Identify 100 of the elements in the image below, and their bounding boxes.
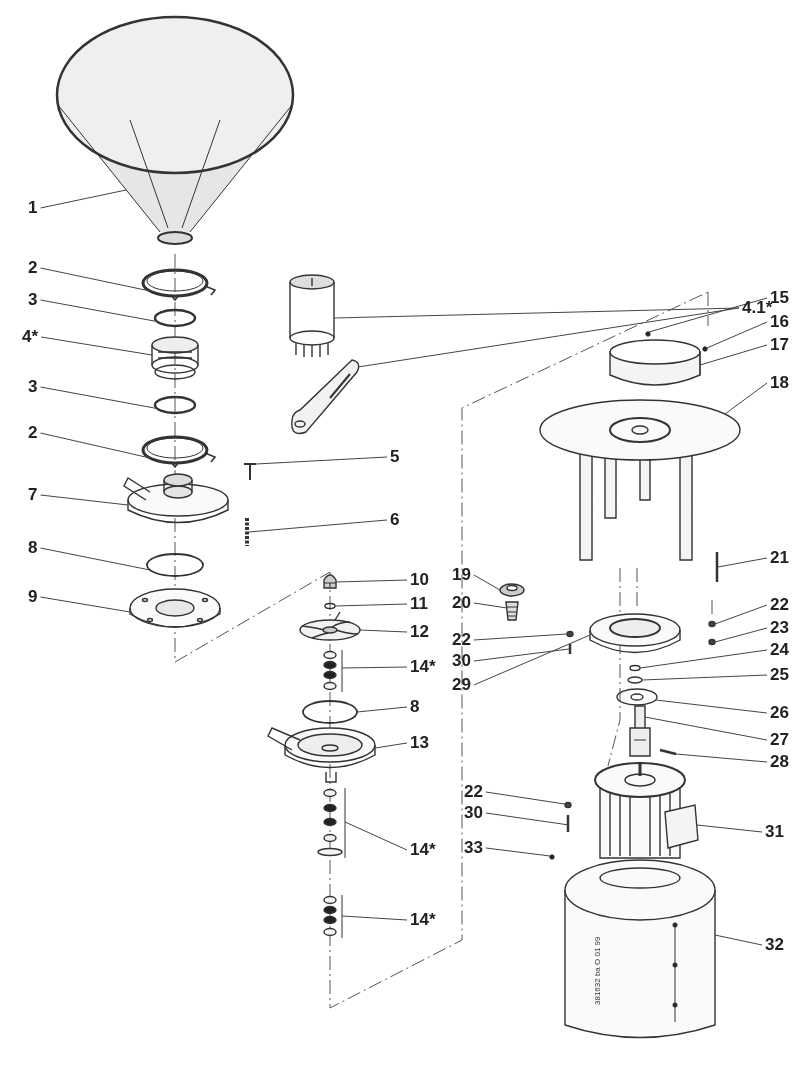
callout-number: 11 — [410, 594, 428, 614]
callout-number: 21 — [770, 548, 789, 568]
gasket-drawing — [302, 700, 358, 724]
washer-drawing — [324, 602, 336, 610]
callout-number: 30 — [452, 651, 471, 671]
callout-number: 14* — [410, 657, 436, 677]
callout-number: 22 — [452, 630, 471, 650]
cap-nut-drawing — [323, 574, 337, 589]
callout-number: 16 — [770, 312, 789, 332]
callout-number: 22 — [464, 782, 483, 802]
callout-number: 31 — [765, 822, 784, 842]
callout-number: 26 — [770, 703, 789, 723]
leader-line — [40, 432, 151, 459]
leader-line — [341, 666, 408, 669]
callout-number: 14* — [410, 840, 436, 860]
seal-set-drawing — [317, 787, 346, 859]
leader-line — [335, 579, 408, 583]
leader-line — [641, 674, 768, 681]
leader-line — [655, 699, 768, 714]
callout-number: 6 — [390, 510, 400, 530]
washer-drawing — [708, 620, 716, 628]
o-ring-drawing — [629, 664, 641, 672]
guard-ring-drawing — [609, 339, 701, 386]
leader-line — [359, 629, 408, 633]
pump-housing-drawing — [267, 727, 376, 783]
leader-line — [485, 812, 570, 826]
washer-drawing — [566, 630, 574, 638]
callout-number: 20 — [452, 593, 471, 613]
callout-number: 14* — [410, 910, 436, 930]
leader-line — [706, 321, 768, 349]
callout-number: 8 — [28, 538, 38, 558]
pin-drawing — [715, 552, 719, 582]
leader-line — [40, 596, 131, 613]
callout-number: 8 — [410, 697, 420, 717]
leader-line — [717, 557, 768, 568]
cartridge-drawing — [289, 274, 335, 358]
callout-number: 29 — [452, 675, 471, 695]
bolt-drawing — [566, 815, 570, 832]
motor-drawing — [594, 762, 699, 859]
leader-line — [724, 382, 768, 415]
leader-line — [40, 299, 158, 322]
leader-line — [344, 821, 408, 851]
inlet-housing-drawing — [123, 473, 229, 524]
washer-drawing — [616, 688, 658, 706]
callout-number: 4* — [22, 327, 39, 347]
leader-line — [473, 648, 570, 662]
leader-line — [374, 742, 408, 749]
impeller-drawing — [299, 611, 361, 641]
o-ring-drawing — [627, 676, 643, 684]
leader-line — [40, 267, 151, 292]
callout-number: 13 — [410, 733, 429, 753]
leader-line — [333, 307, 740, 319]
leader-line — [40, 386, 158, 409]
stud-drawing — [245, 518, 249, 546]
leader-line — [40, 494, 129, 506]
leader-line — [714, 604, 768, 625]
leader-line — [644, 716, 768, 741]
callout-number: 2 — [28, 423, 38, 443]
callout-number: 33 — [464, 838, 483, 858]
screw-drawing — [659, 748, 677, 756]
leader-line — [473, 634, 591, 686]
fitting-drawing — [505, 601, 519, 621]
callout-number: 3 — [28, 377, 38, 397]
leader-line — [675, 753, 768, 763]
handle-drawing — [291, 359, 360, 435]
callout-number: 1 — [28, 198, 38, 218]
callout-number: 25 — [770, 665, 789, 685]
callout-number: 28 — [770, 752, 789, 772]
callout-number: 22 — [770, 595, 789, 615]
seal-set-drawing — [323, 649, 343, 693]
screw-drawing — [568, 644, 572, 654]
leader-line — [334, 603, 408, 607]
leader-line — [248, 519, 388, 533]
leader-line — [485, 847, 551, 857]
callout-number: 19 — [452, 565, 471, 585]
seal-set-drawing — [323, 894, 343, 939]
leader-line — [473, 633, 568, 641]
leader-line — [648, 297, 768, 333]
callout-number: 12 — [410, 622, 429, 642]
callout-number: 17 — [770, 335, 789, 355]
leader-line — [699, 344, 768, 366]
washer-drawing — [564, 801, 572, 809]
o-ring-drawing — [153, 308, 197, 328]
leader-line — [485, 791, 572, 806]
leader-line — [356, 706, 408, 713]
bearing-housing-drawing — [589, 613, 681, 654]
funnel-drawing — [55, 15, 295, 245]
callout-number: 9 — [28, 587, 38, 607]
gasket-drawing — [146, 553, 204, 577]
coupling-drawing — [629, 705, 651, 757]
pin-drawing — [702, 346, 708, 352]
pin-drawing — [645, 331, 651, 337]
leader-line — [714, 934, 763, 946]
screw-drawing — [549, 854, 555, 860]
callout-number: 23 — [770, 618, 789, 638]
leader-line — [341, 915, 408, 921]
nut-drawing — [499, 583, 525, 597]
leader-line — [639, 649, 768, 669]
union-drawing — [151, 336, 199, 380]
flange-drawing — [129, 588, 221, 628]
